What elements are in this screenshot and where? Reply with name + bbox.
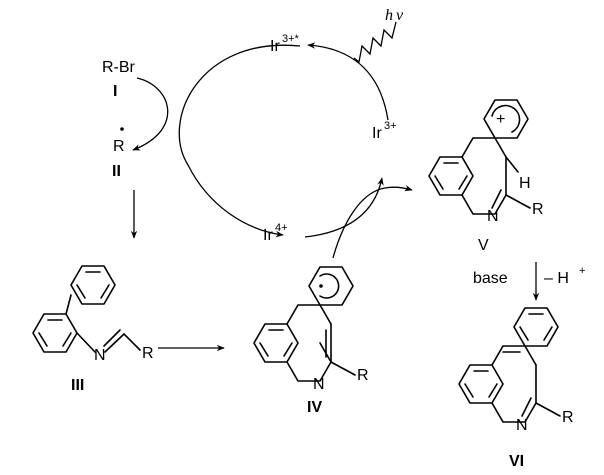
compound-VI-nitrogen: N (516, 417, 528, 434)
iridium-oxidized: Ir 4+ (263, 222, 288, 244)
compound-V-R: R (532, 201, 544, 218)
compound-V-label: V (478, 237, 489, 254)
compound-I-label: I (113, 83, 117, 100)
compound-V-charge: + (496, 111, 505, 128)
base-reagent: base (473, 270, 508, 287)
arrow-IV-to-V (332, 184, 413, 259)
compound-V-nitrogen: N (487, 208, 499, 225)
compound-I-formula: R-Br (102, 59, 136, 76)
ir-ground-charge: 3+ (384, 120, 397, 132)
radical-dot-II (120, 127, 124, 131)
ir-oxidized-charge: 4+ (275, 222, 288, 234)
compound-V-structure (428, 99, 531, 215)
cycle-arrow-oxidized-to-ground (304, 177, 384, 238)
compound-III-structure (32, 265, 141, 353)
iridium-excited: Ir 3+* (270, 33, 300, 55)
frequency-nu: ν (396, 7, 404, 24)
compound-II-label: II (112, 163, 121, 180)
light-wavy-arrow (353, 21, 397, 64)
radical-dot-IV (319, 284, 323, 288)
ir-excited-charge: 3+* (282, 33, 300, 45)
compound-VI-label: VI (509, 453, 524, 470)
proton-loss: – H (544, 270, 569, 287)
compound-V-H: H (519, 175, 531, 192)
compound-III-R: R (142, 345, 154, 362)
cycle-arrow-ground-to-excited (307, 42, 389, 121)
compound-IV-label: IV (307, 399, 322, 416)
ir-oxidized-symbol: Ir (263, 227, 273, 244)
compound-II-formula: R (113, 138, 125, 155)
iridium-ground: Ir 3+ (372, 120, 397, 142)
compound-IV-structure (253, 266, 356, 382)
compound-VI-structure (458, 307, 561, 423)
cycle-arrow-excited-to-oxidized (178, 44, 301, 238)
ir-ground-symbol: Ir (372, 125, 382, 142)
arrow-RBr-to-radical (132, 77, 169, 151)
proton-loss-charge: + (579, 265, 585, 277)
catalytic-cycle (132, 21, 413, 259)
compound-IV-R: R (357, 367, 369, 384)
compound-III-label: III (71, 377, 84, 394)
light-label: h ν (385, 7, 404, 24)
compound-VI-R: R (562, 409, 574, 426)
compound-IV-nitrogen: N (313, 376, 325, 393)
ir-excited-symbol: Ir (270, 38, 280, 55)
planck-h: h (385, 7, 393, 24)
compound-III-nitrogen: N (94, 347, 106, 364)
